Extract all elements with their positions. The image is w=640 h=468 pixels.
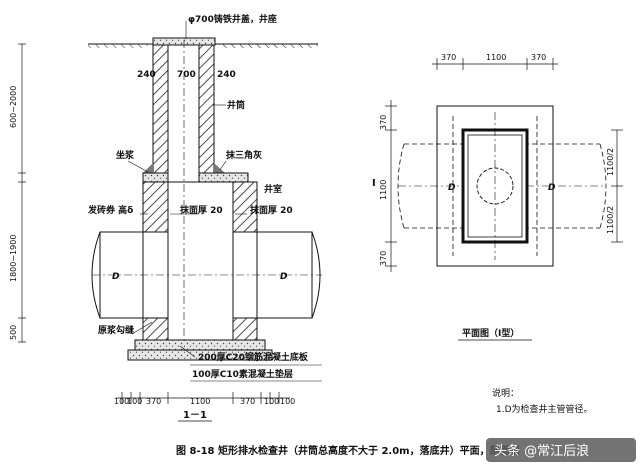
plan-tdim-1: 370 [441, 53, 456, 62]
label-pipe-right: D [280, 272, 288, 282]
plan-ldim-1: 370 [379, 115, 388, 130]
bdim-1: 100 [114, 397, 129, 406]
chamber-roof-right [198, 172, 249, 183]
cushion-layer [127, 349, 273, 361]
plan-title: 平面图（I型） [462, 327, 519, 339]
chamber-roof-left [142, 172, 169, 183]
vdim-shaft-height: 600~2000 [9, 86, 18, 128]
plan-pipe-left: D [448, 183, 456, 193]
label-base-slab: 200厚C20钢筋混凝土底板 [198, 351, 309, 363]
vdim-base-height: 500 [9, 325, 18, 340]
label-plaster-right: 抹面厚 20 [250, 204, 293, 216]
notes-heading: 说明： [492, 387, 519, 399]
bdim-6: 100 [264, 397, 279, 406]
label-mortar-joint: 原浆勾缝 [98, 324, 134, 336]
watermark-text: 头条 @常江后浪 [494, 443, 589, 459]
plan-rdim-1: 1100/2 [606, 148, 615, 176]
section-view: φ700铸铁井盖，井座 240 700 240 井筒 抹三角灰 坐浆 井室 发砖… [9, 13, 322, 422]
bdim-2: 100 [127, 397, 142, 406]
label-plaster-left: 抹面厚 20 [180, 204, 223, 216]
label-wall-right: 240 [217, 70, 236, 80]
section-title: 1－1 [183, 410, 207, 421]
bdim-4: 1100 [190, 397, 210, 406]
label-cover: φ700铸铁井盖，井座 [188, 13, 277, 25]
vdim-chamber-height: 1800~1900 [9, 235, 18, 282]
shaft-wall-right [198, 44, 215, 174]
chamber-wall-upper-right [232, 181, 258, 233]
base-slab [134, 339, 266, 351]
plan-rdim-2: 1100/2 [606, 206, 615, 234]
plan-ldim-3: 370 [379, 251, 388, 266]
chamber-wall-lower-right [232, 317, 258, 341]
watermark-bg [486, 438, 636, 462]
mortar-fillet-right [214, 163, 225, 173]
chamber-wall-lower-left [142, 317, 169, 341]
label-chamber: 井室 [264, 183, 282, 195]
label-brick-arch: 发砖券 高δ [87, 204, 133, 216]
figure-caption: 图 8-18 矩形排水检查井（井筒总高度不大于 2.0m，落底井）平面，剖面图 [176, 444, 520, 457]
label-wall-left: 240 [137, 70, 156, 80]
label-pipe-left: D [112, 272, 120, 282]
label-triangle-ash: 抹三角灰 [226, 149, 262, 161]
bdim-5: 370 [240, 397, 255, 406]
plan-view: 370 1100 370 370 1100 370 1100/2 1100/2 [372, 53, 623, 341]
plan-ldim-2: 1100 [379, 180, 388, 200]
plan-roman-label: I [372, 178, 376, 189]
chamber-wall-upper-left [142, 181, 169, 233]
bdim-3: 370 [146, 397, 161, 406]
plan-pipe-right: D [548, 183, 556, 193]
notes-line-1: 1.D为检查井主管管径。 [496, 403, 593, 415]
soil-hatch-left [88, 44, 148, 48]
label-cushion: 100厚C10素混凝土垫层 [192, 368, 293, 380]
mortar-fillet-left [143, 163, 153, 173]
label-inner-width: 700 [177, 70, 196, 80]
plan-tdim-3: 370 [531, 53, 546, 62]
label-sitting-mortar: 坐浆 [116, 149, 135, 161]
bdim-7: 100 [280, 397, 295, 406]
shaft-wall-left [152, 44, 169, 174]
soil-hatch-right [218, 44, 318, 48]
label-shaft: 井筒 [227, 99, 245, 111]
plan-tdim-2: 1100 [486, 53, 506, 62]
